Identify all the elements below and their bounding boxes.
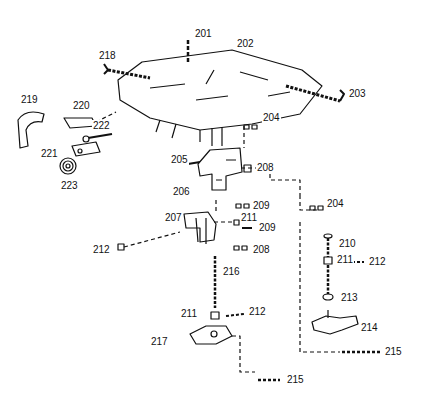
callout-number: 215 [384,346,403,357]
callout-number: 218 [98,50,117,61]
callout-number: 212 [248,306,267,317]
callout-number: 220 [72,100,91,111]
callout-number: 209 [258,222,277,233]
callout-number: 211 [336,254,354,265]
callout-number: 201 [194,28,213,39]
callout-number: 207 [164,212,183,223]
callout-number: 216 [222,266,241,277]
callout-number: 211 [180,308,198,319]
callout-number: 214 [360,322,379,333]
callout-number: 205 [170,154,189,165]
callout-number: 215 [286,374,305,385]
callout-number: 209 [252,200,271,211]
callout-number: 219 [20,94,39,105]
callout-number: 211 [240,212,258,223]
callout-number: 210 [338,238,357,249]
callout-number: 217 [150,336,169,347]
callout-number: 221 [40,148,59,159]
callout-number: 212 [92,244,111,255]
callout-number: 208 [252,244,271,255]
callout-number: 212 [368,256,387,267]
callout-number: 203 [348,88,367,99]
callout-number: 204 [262,112,281,123]
callout-number: 223 [60,180,79,191]
callout-number: 202 [236,38,255,49]
callout-number: 213 [340,292,359,303]
callout-number: 206 [172,186,191,197]
callout-number: 204 [326,198,345,209]
callout-number: 222 [92,120,111,131]
callout-number: 208 [256,162,275,173]
